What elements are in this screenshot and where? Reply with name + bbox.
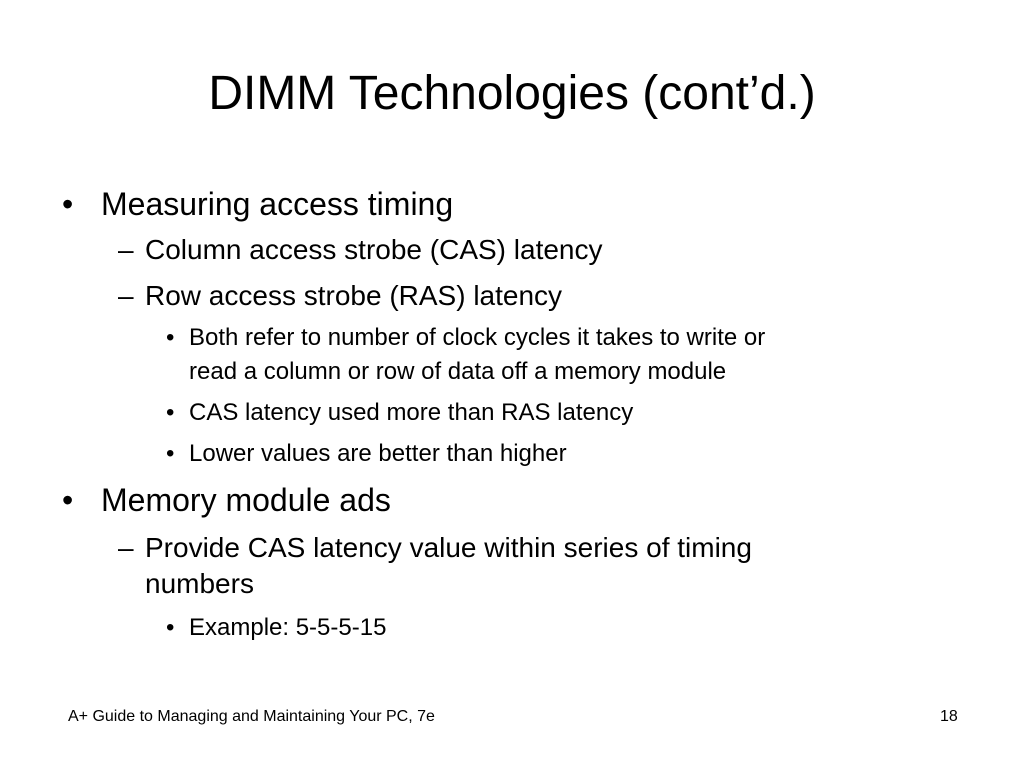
slide-title: DIMM Technologies (cont’d.) xyxy=(208,67,816,120)
bullet-item-level2: Row access strobe (RAS) latency xyxy=(145,280,563,311)
bullet-marker: • xyxy=(166,440,175,467)
bullet-marker: • xyxy=(166,614,175,641)
bullet-item-level3: CAS latency used more than RAS latency xyxy=(189,399,634,426)
bullet-item-level1: Memory module ads xyxy=(101,482,391,518)
dash-marker: – xyxy=(118,234,134,265)
bullet-item-level1: Measuring access timing xyxy=(101,186,454,222)
bullet-item-level3: Both refer to number of clock cycles it … xyxy=(189,324,766,351)
bullet-item-level2: Column access strobe (CAS) latency xyxy=(145,234,603,265)
bullet-marker: • xyxy=(62,482,74,518)
bullet-item-level2: Provide CAS latency value within series … xyxy=(145,532,752,563)
bullet-item-level3: Example: 5-5-5-15 xyxy=(189,614,387,641)
bullet-marker: • xyxy=(166,324,175,351)
bullet-marker: • xyxy=(166,399,175,426)
footer-page-number: 18 xyxy=(940,708,958,725)
bullet-marker: • xyxy=(62,186,74,222)
footer-book-title: A+ Guide to Managing and Maintaining You… xyxy=(68,708,435,725)
dash-marker: – xyxy=(118,532,134,563)
bullet-item-level3-continuation: read a column or row of data off a memor… xyxy=(189,358,727,385)
dash-marker: – xyxy=(118,280,134,311)
bullet-item-level2-continuation: numbers xyxy=(145,568,254,599)
bullet-item-level3: Lower values are better than higher xyxy=(189,440,567,467)
